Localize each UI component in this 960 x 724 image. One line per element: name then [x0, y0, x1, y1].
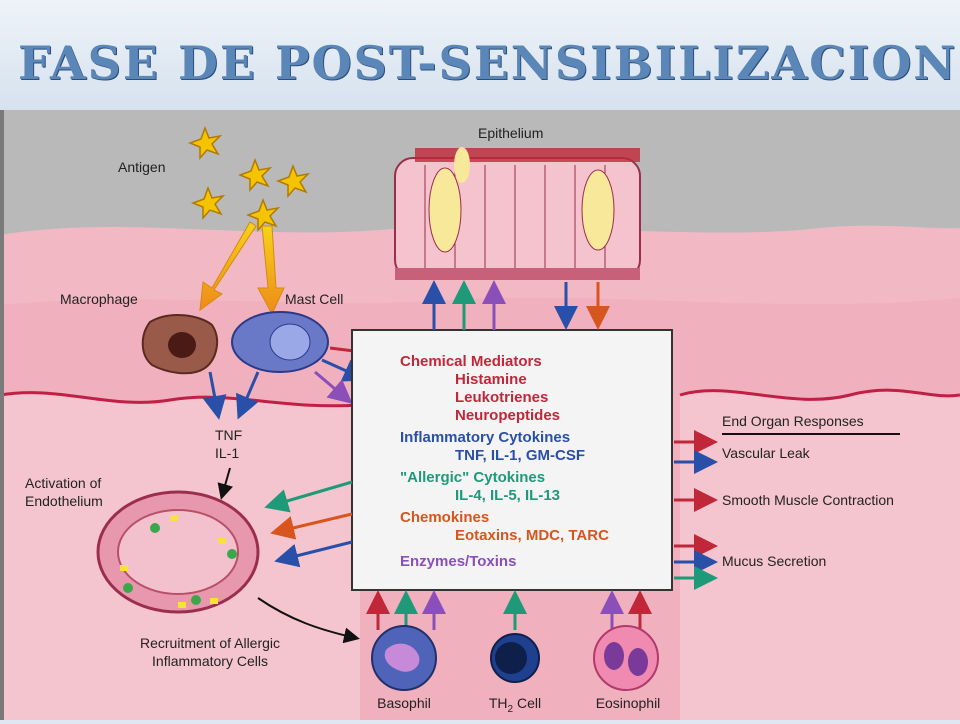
label-activation-2: Endothelium	[25, 493, 103, 509]
mediator-box	[351, 329, 673, 591]
response-vascular-leak: Vascular Leak	[722, 445, 811, 461]
label-macrophage: Macrophage	[60, 291, 138, 307]
eosinophil-nucleus-lobe-1	[604, 642, 624, 670]
antigen-to-mastcell-arrow	[257, 225, 285, 316]
left-edge	[0, 110, 4, 720]
antigen-to-macrophage-arrow	[199, 221, 257, 312]
enzymes-toxins: Enzymes/Toxins	[400, 553, 516, 570]
eosinophil-cell	[593, 625, 659, 691]
response-mucus-secretion: Mucus Secretion	[722, 553, 826, 569]
vessel-lumen	[117, 509, 239, 595]
label-basophil: Basophil	[377, 695, 431, 711]
label-epithelium: Epithelium	[478, 125, 543, 141]
inflammatory-cytokines-heading: Inflammatory Cytokines	[400, 429, 570, 446]
vessel-cells	[120, 515, 237, 608]
chemokines-heading: Chemokines	[400, 509, 489, 526]
title-bar: FASE DE POST-SENSIBILIZACION	[0, 0, 960, 110]
diagram: Epithelium Antigen Macrophage Mast Cell …	[0, 110, 960, 720]
mastcell-cytokine-arrow	[236, 371, 260, 420]
label-activation-1: Activation of	[25, 475, 101, 491]
mastcell-mediator-arrow-purple	[314, 370, 353, 404]
label-recruitment-1: Recruitment of Allergic	[140, 635, 280, 651]
inflammatory-cytokines-items: TNF, IL-1, GM-CSF	[455, 447, 585, 464]
chemical-item-2: Leukotrienes	[455, 389, 548, 406]
chemical-item-1: Histamine	[455, 371, 527, 388]
submucosa-right	[680, 390, 960, 720]
mediator-list: Chemical Mediators Histamine Leukotriene…	[400, 353, 609, 570]
label-mast-cell: Mast Cell	[285, 291, 343, 307]
basement-line-right	[679, 388, 960, 401]
box-to-vessel-green	[264, 480, 353, 513]
eosinophil-nucleus-lobe-2	[628, 648, 648, 676]
label-eosinophil: Eosinophil	[596, 695, 661, 711]
antigen-stars	[187, 125, 311, 232]
label-il1: IL-1	[215, 445, 239, 461]
diagram-svg: Epithelium Antigen Macrophage Mast Cell …	[0, 110, 960, 720]
macrophage-cytokine-arrow	[202, 371, 227, 420]
box-to-vessel-blue	[274, 540, 353, 568]
th2-nucleus	[495, 642, 527, 674]
slide-title: FASE DE POST-SENSIBILIZACION	[18, 36, 958, 90]
label-recruitment-2: Inflammatory Cells	[152, 653, 268, 669]
label-antigen: Antigen	[118, 159, 165, 175]
recruitment-arrow	[257, 597, 360, 644]
mast-cell-nucleus	[269, 323, 311, 361]
label-th2-cell: TH2 Cell	[489, 695, 541, 715]
epithelium-cells	[394, 147, 641, 280]
label-tnf: TNF	[215, 427, 242, 443]
chemokines-items: Eotaxins, MDC, TARC	[455, 527, 609, 544]
macrophage-nucleus	[168, 332, 196, 358]
basophil-nucleus	[384, 643, 420, 672]
tnf-to-endothelium-arrow	[217, 467, 233, 500]
box-to-vessel-orange	[270, 512, 353, 540]
end-organ-heading: End Organ Responses	[722, 413, 864, 429]
allergic-cytokines-heading: "Allergic" Cytokines	[400, 469, 545, 486]
response-smooth-muscle: Smooth Muscle Contraction	[722, 492, 894, 508]
basement-line-left	[0, 391, 361, 408]
chemical-item-3: Neuropeptides	[455, 407, 560, 424]
allergic-cytokines-items: IL-4, IL-5, IL-13	[455, 487, 560, 504]
chemical-mediators-heading: Chemical Mediators	[400, 353, 542, 370]
